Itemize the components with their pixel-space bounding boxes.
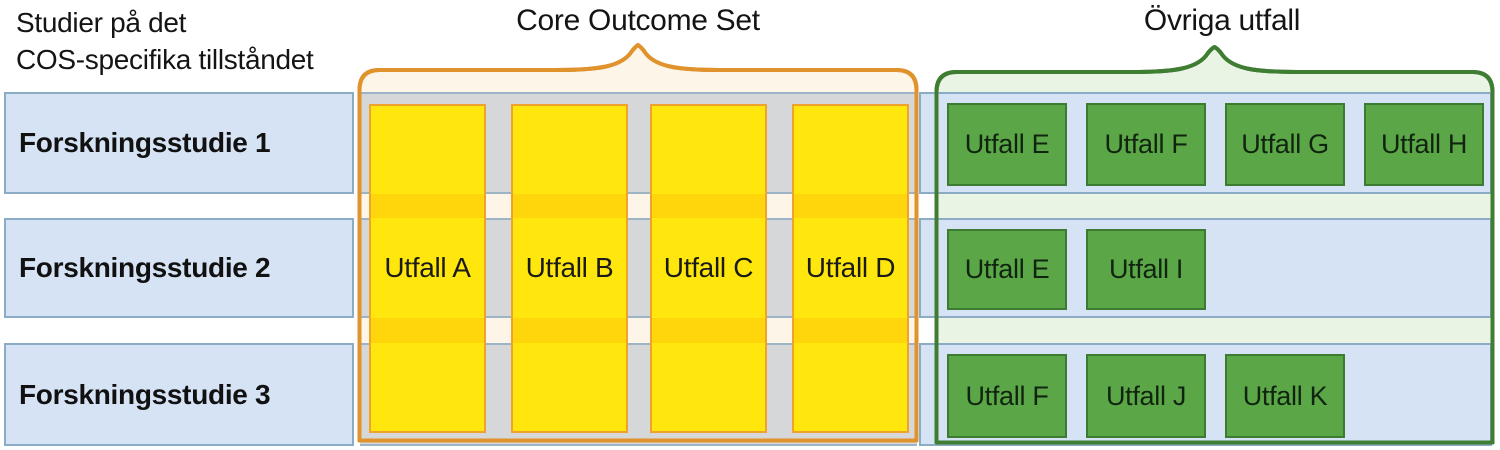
outcome-box: Utfall H [1364,103,1484,186]
outcome-box: Utfall G [1225,103,1345,186]
cos-column-d-segment [794,106,907,194]
outcome-box: Utfall J [1086,354,1206,438]
cos-column-c-label: Utfall C [663,252,754,283]
study-row-label-2: Forskningsstudie 2 [4,218,354,318]
cos-column-b-label: Utfall B [525,252,614,283]
cos-column-a-label: Utfall A [384,252,471,283]
outcome-box: Utfall F [1086,103,1206,186]
study-row-label-1: Forskningsstudie 1 [4,92,354,194]
outcome-box: Utfall K [1225,354,1345,438]
outcome-box: Utfall E [947,103,1067,186]
cos-column-a-segment [371,342,484,431]
cos-column-b-segment [513,342,626,431]
cos-title: Core Outcome Set [516,4,760,37]
cos-column-d-label: Utfall D [805,252,896,283]
left-header-line-2: COS-specifika tillståndet [16,44,314,75]
other-outcomes-title: Övriga utfall [1143,4,1301,37]
cos-column-a-segment [371,106,484,194]
cos-column-b-segment [513,106,626,194]
outcome-box: Utfall F [947,354,1067,438]
study-row-label-3: Forskningsstudie 3 [4,343,354,446]
cos-column-c-segment [652,342,765,431]
study-row-3-text: Forskningsstudie 3 [19,378,271,410]
outcome-box: Utfall I [1086,229,1206,310]
outcome-box: Utfall E [947,229,1067,310]
cos-column-c-segment [652,106,765,194]
cos-column-d-segment [794,342,907,431]
left-header-line-1: Studier på det [16,7,187,38]
left-header: Studier på det COS-specifika tillståndet [16,4,314,78]
study-row-2-text: Forskningsstudie 2 [19,252,271,283]
study-row-1-text: Forskningsstudie 1 [19,127,271,158]
